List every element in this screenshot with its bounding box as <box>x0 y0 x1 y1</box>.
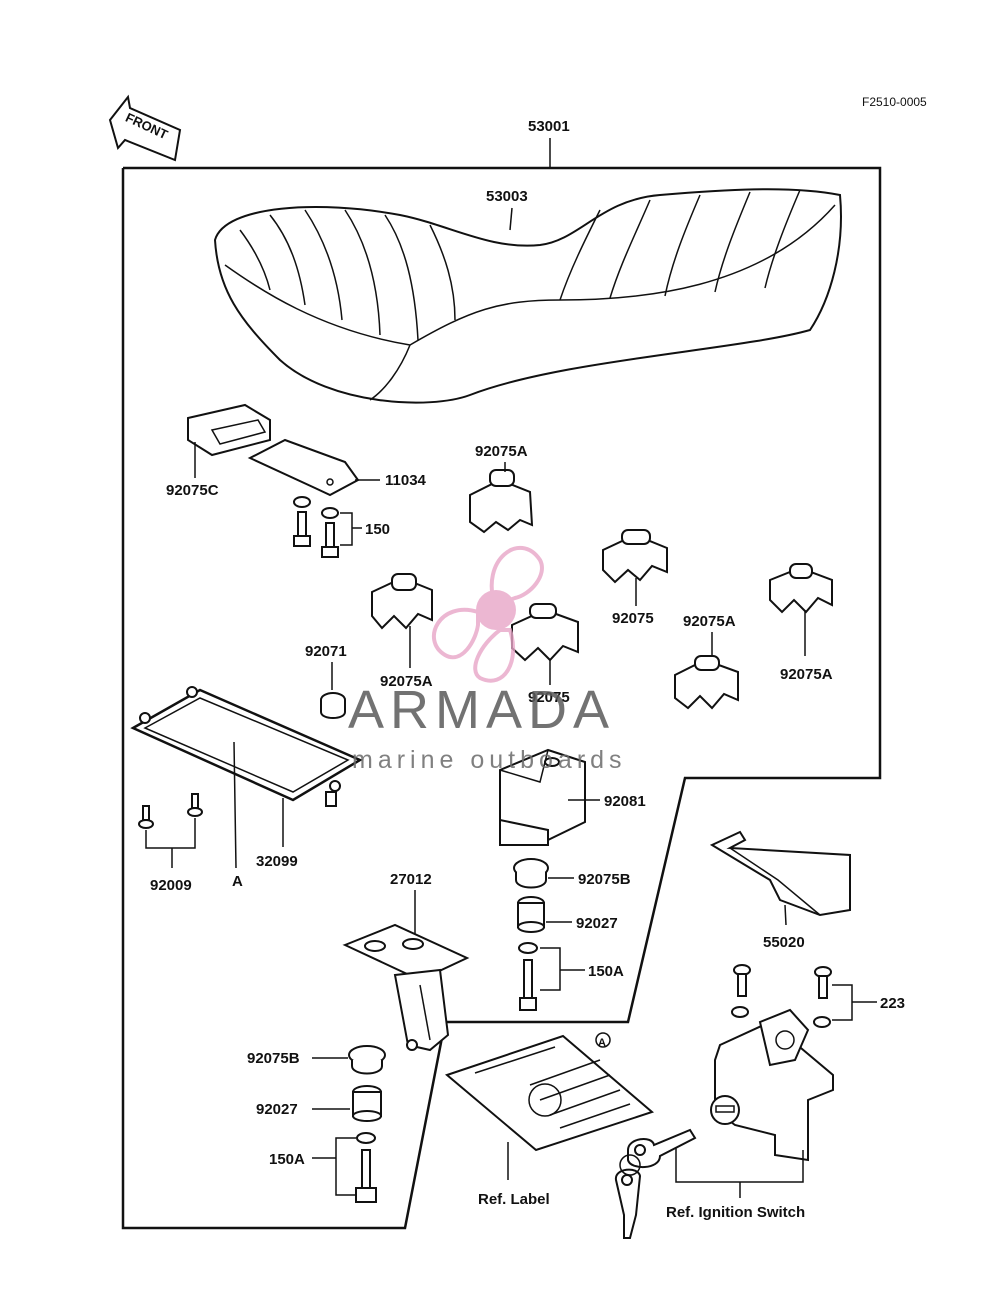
damper-92075a-mid-right-part <box>674 655 739 710</box>
ref-ignition-switch-caption: Ref. Ignition Switch <box>666 1204 805 1221</box>
label-92075-center: 92075 <box>528 689 570 706</box>
label-92075b-lower: 92075B <box>247 1050 300 1067</box>
bracket-27012-part <box>342 923 470 1052</box>
damper-92075a-far-right-part <box>769 563 833 614</box>
screws-92009-part <box>138 793 203 829</box>
label-32099: 32099 <box>256 853 298 870</box>
assembly-boundary <box>121 166 882 1230</box>
front-arrow-icon: FRONT <box>108 94 182 162</box>
label-53001: 53001 <box>528 118 570 135</box>
bolt-150a-middle-part <box>518 942 538 1011</box>
damper-92075-center-part <box>511 603 579 662</box>
key-icon <box>614 1128 697 1239</box>
label-11034: 11034 <box>385 472 427 489</box>
label-150a-lower: 150A <box>269 1151 305 1168</box>
label-92071: 92071 <box>305 643 347 660</box>
reference-label-sheet <box>444 1034 655 1152</box>
collar-92027-lower-part <box>352 1085 382 1122</box>
label-150: 150 <box>365 521 390 538</box>
cover-55020-part <box>709 830 851 917</box>
label-92075a-mid-right: 92075A <box>683 613 736 630</box>
label-92075a-far-right: 92075A <box>780 666 833 683</box>
screws-223-part <box>731 964 832 1028</box>
label-223: 223 <box>880 995 905 1012</box>
ignition-switch-part <box>710 1008 834 1162</box>
label-27012: 27012 <box>390 871 432 888</box>
label-a-tray: A <box>232 873 243 890</box>
rubber-block-92075c-part <box>187 403 271 457</box>
tray-32099-part <box>130 686 363 807</box>
grommet-92075b-middle-part <box>513 858 549 889</box>
label-55020: 55020 <box>763 934 805 951</box>
damper-92075-right-part <box>602 529 668 584</box>
watermark-tagline: marine outboards <box>352 746 627 774</box>
label-92075a-left: 92075A <box>380 673 433 690</box>
label-92027-lower: 92027 <box>256 1101 298 1118</box>
label-92075c: 92075C <box>166 482 219 499</box>
watermark-brand: ARMADA <box>348 680 615 740</box>
bolt-150a-lower-part <box>355 1132 377 1203</box>
diagram-code: F2510-0005 <box>862 95 927 109</box>
propeller-logo-icon <box>432 546 544 683</box>
label-92075-right: 92075 <box>612 610 654 627</box>
label-92027-middle: 92027 <box>576 915 618 932</box>
cover-92081-part <box>499 748 586 846</box>
label-92075a-top: 92075A <box>475 443 528 460</box>
seat-53003-part <box>213 188 842 404</box>
damper-92075a-top-part <box>469 469 534 534</box>
collar-92027-middle-part <box>517 896 545 933</box>
grommet-92071-part <box>320 692 346 719</box>
label-a-circle: A <box>598 1037 606 1049</box>
label-92009: 92009 <box>150 877 192 894</box>
damper-92075a-left-part <box>371 573 433 630</box>
ref-label-caption: Ref. Label <box>478 1191 550 1208</box>
bracket-11034-part <box>247 438 360 497</box>
label-150a-middle: 150A <box>588 963 624 980</box>
grommet-92075b-lower-part <box>348 1045 386 1075</box>
bolts-150-part <box>293 496 339 558</box>
label-53003: 53003 <box>486 188 528 205</box>
label-92081: 92081 <box>604 793 646 810</box>
label-92075b-middle: 92075B <box>578 871 631 888</box>
